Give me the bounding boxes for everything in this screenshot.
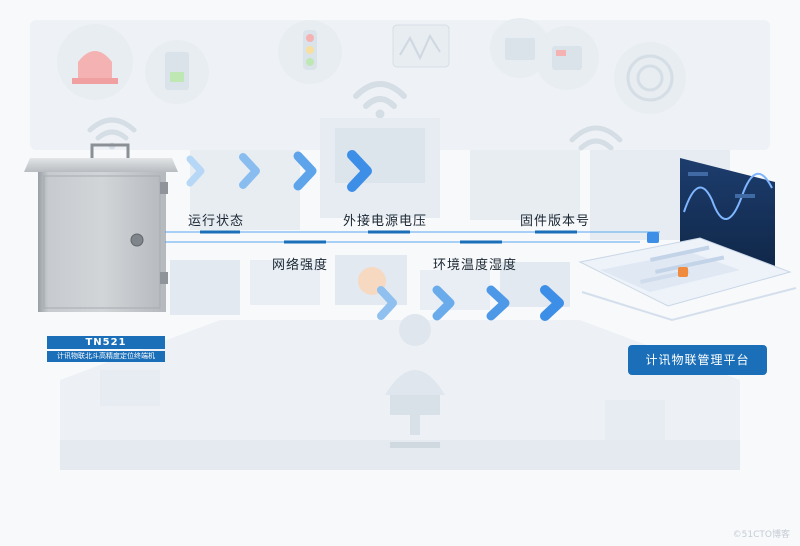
alert-badge-icon (678, 267, 688, 277)
flow-lines (165, 230, 660, 244)
wifi-icon (353, 81, 407, 119)
device-model-label: TN521 (47, 336, 165, 349)
traffic-light-icon (278, 20, 342, 84)
panel-icon (145, 40, 209, 104)
waveform-icon (392, 24, 450, 68)
notification-badge-icon (647, 232, 659, 243)
label-temp-humidity: 环境温度湿度 (433, 258, 518, 273)
device-description-label: 计讯物联北斗高精度定位终端机 (47, 351, 165, 362)
alarm-light-icon (57, 24, 133, 100)
operator-figure (385, 314, 445, 448)
lock-icon (130, 233, 144, 247)
label-external-voltage: 外接电源电压 (343, 214, 428, 229)
chevron-right-icon (377, 286, 397, 320)
panel-icon (535, 26, 599, 90)
platform-label: 计讯物联管理平台 (628, 345, 767, 375)
radar-icon (614, 42, 686, 114)
wifi-icon (569, 125, 623, 151)
chevron-right-icon (432, 285, 455, 321)
panel-icon (490, 18, 550, 78)
chevron-right-icon (186, 155, 205, 187)
watermark: ©51CTO博客 (732, 530, 790, 540)
chevron-right-icon (293, 151, 317, 191)
label-signal-strength: 网络强度 (272, 258, 329, 273)
label-run-status: 运行状态 (188, 214, 245, 229)
chevron-right-icon (486, 285, 510, 321)
chevron-right-icon (347, 150, 372, 192)
chevron-right-icon (239, 153, 260, 189)
chevron-right-icon (540, 285, 564, 321)
label-firmware-version: 固件版本号 (520, 214, 591, 229)
